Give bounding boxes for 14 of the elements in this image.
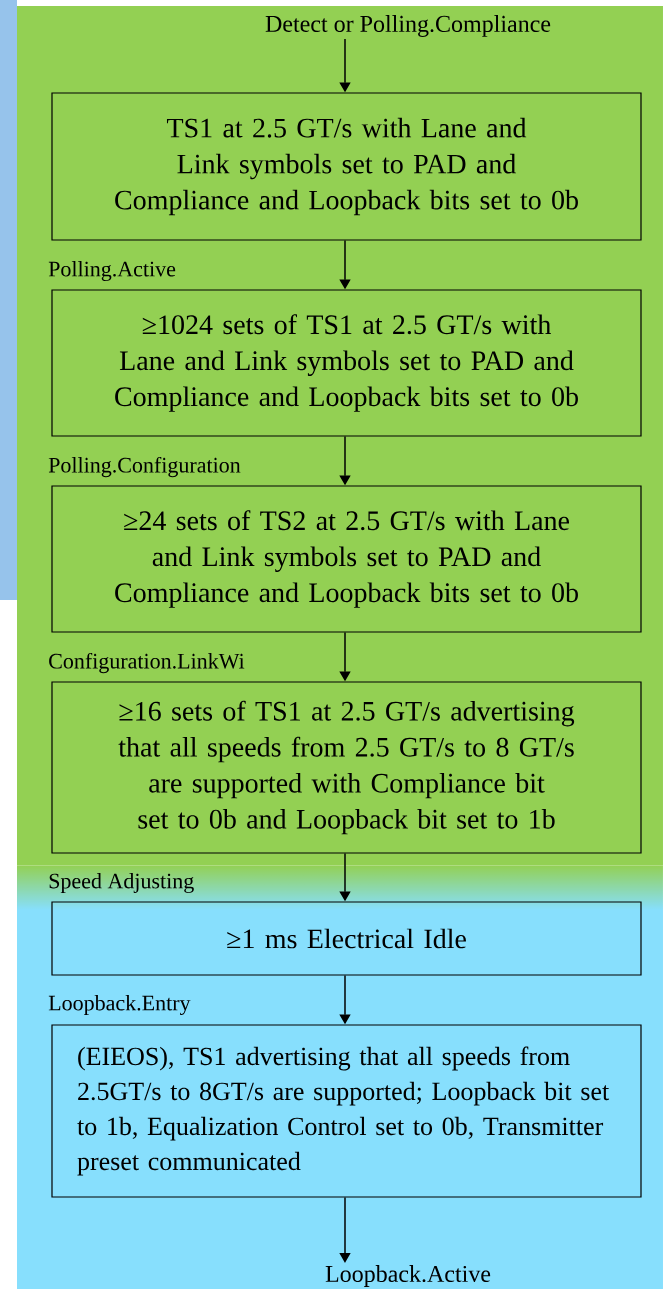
process-box: ≥24 sets of TS2 at 2.5 GT/s with Lane and Link symbols set to PAD and Compliance and Loopback bits set to 0b [51, 485, 642, 633]
state-label: Loopback.Active [325, 1265, 491, 1287]
state-label: Speed Adjusting [49, 873, 194, 893]
state-label: Configuration.LinkWi [49, 652, 245, 674]
state-label: Polling.Configuration [48, 456, 241, 478]
process-box: (EIEOS), TS1 advertising that all speeds from 2.5GT/s to 8GT/s are supported; Loopback bit set to 1b, Equalization Control set to 0b, Transmitter preset communicated [51, 1024, 642, 1198]
process-box: ≥16 sets of TS1 at 2.5 GT/s advertising that all speeds from 2.5 GT/s to 8 GT/s are supported with Compliance bit set to 0b and Loopback bit set to 1b [51, 681, 642, 854]
process-box: TS1 at 2.5 GT/s with Lane and Link symbols set to PAD and Compliance and Loopback bits set to 0b [51, 92, 642, 241]
state-label: Polling.Active [48, 261, 176, 281]
process-box: ≥1024 sets of TS1 at 2.5 GT/s with Lane and Link symbols set to PAD and Compliance and Loopback bits set to 0b [51, 289, 642, 437]
arrow [339, 1196, 351, 1263]
process-box: ≥1 ms Electrical Idle [51, 901, 642, 976]
state-label: Detect or Polling.Compliance [265, 15, 551, 37]
state-label: Loopback.Entry [48, 995, 191, 1015]
